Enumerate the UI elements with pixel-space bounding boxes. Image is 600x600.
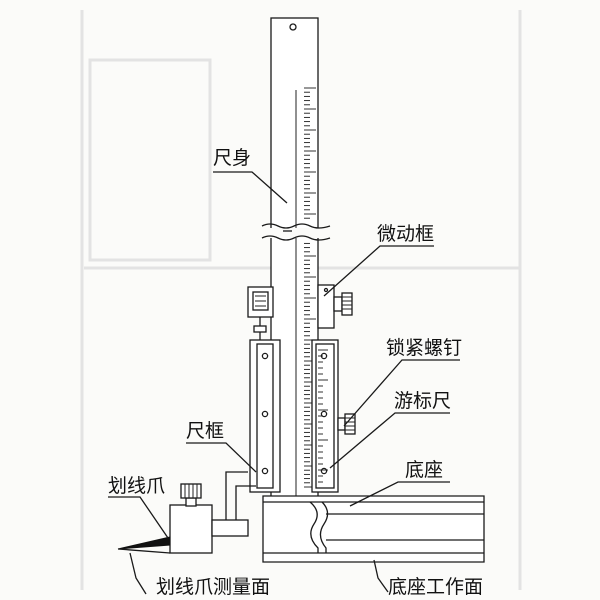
- ruler-frame: [249, 339, 281, 493]
- label-vernier-scale: 游标尺: [394, 390, 451, 412]
- base: [262, 495, 485, 563]
- vernier-scale: [311, 339, 356, 493]
- scribing-claw: [117, 471, 256, 554]
- vernier-scale-ticks: [318, 349, 328, 483]
- label-scribing-claw-surface: 划线爪测量面: [156, 576, 270, 598]
- label-locking-screw: 锁紧螺钉: [386, 337, 462, 359]
- label-ruler-frame: 尺框: [186, 420, 224, 442]
- label-base-working-surface: 底座工作面: [388, 576, 483, 598]
- label-base: 底座: [405, 459, 443, 481]
- label-ruler-body: 尺身: [213, 147, 251, 169]
- leader-lines: [108, 171, 460, 595]
- beam-scale-ticks: [304, 87, 316, 488]
- fine-adjust-frame: [247, 284, 353, 342]
- label-scribing-claw: 划线爪: [108, 475, 165, 497]
- label-fine-adjust-frame: 微动框: [377, 223, 434, 245]
